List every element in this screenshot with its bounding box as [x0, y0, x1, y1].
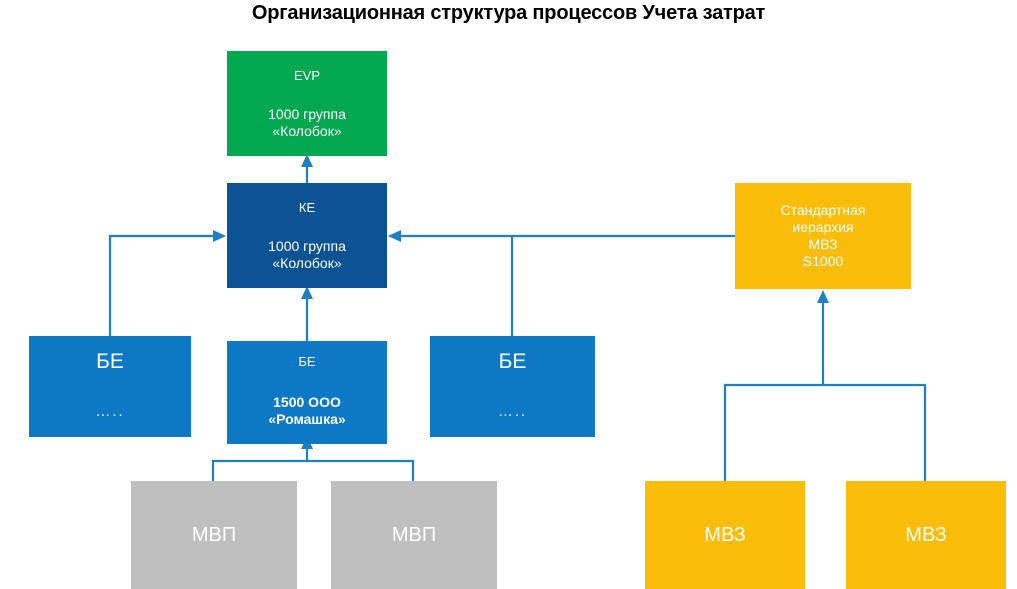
node-mvp-right-label: МВП [391, 523, 437, 546]
node-be-right[interactable]: БЕ ….. [430, 336, 595, 437]
node-mvz-left[interactable]: МВЗ [645, 481, 805, 589]
node-evp-sub-line2: «Колобок» [272, 122, 342, 139]
node-mvp-left-label: МВП [191, 523, 237, 546]
arrowhead-hierarchy-to-ke [388, 230, 401, 242]
page-title: Организационная структура процессов Учет… [251, 2, 766, 24]
node-ke-sub-line1: 1000 группа [268, 237, 346, 254]
node-mvp-right[interactable]: МВП [331, 481, 497, 589]
node-be-left[interactable]: БЕ ….. [29, 336, 191, 437]
node-mvp-left[interactable]: МВП [131, 481, 297, 589]
node-standard-hierarchy[interactable]: Стандартная иерархия МВЗ S1000 [735, 183, 911, 289]
node-be-center-label: БЕ [298, 354, 316, 369]
arrowhead-ke-to-evp [301, 154, 313, 167]
node-be-right-label: БЕ [498, 350, 527, 373]
node-evp-sub-line1: 1000 группа [268, 105, 346, 122]
node-standard-hierarchy-line4: S1000 [802, 253, 844, 270]
node-mvz-right-label: МВЗ [905, 523, 947, 546]
node-be-right-dots: ….. [497, 402, 528, 420]
arrowhead-be-left-to-ke [213, 230, 226, 242]
node-evp[interactable]: EVP 1000 группа «Колобок» [227, 51, 387, 156]
connector-mvz-bracket [723, 383, 927, 520]
node-be-left-dots: ….. [95, 402, 125, 420]
node-evp-label: EVP [293, 68, 320, 83]
node-be-center-sub-line2: «Ромашка» [268, 410, 346, 427]
arrowhead-mvz-to-hierarchy [817, 290, 829, 303]
node-standard-hierarchy-line3: МВЗ [808, 236, 838, 252]
node-ke[interactable]: КЕ 1000 группа «Колобок» [227, 183, 387, 288]
node-be-center[interactable]: БЕ 1500 ООО «Ромашка» [227, 341, 387, 444]
node-standard-hierarchy-line2: иерархия [792, 218, 854, 235]
connector-be-left-to-ke [108, 234, 218, 336]
node-ke-label: КЕ [298, 200, 316, 215]
node-mvz-left-label: МВЗ [704, 523, 746, 546]
node-mvz-right[interactable]: МВЗ [846, 481, 1006, 589]
node-be-center-sub-line1: 1500 ООО [273, 393, 341, 410]
node-ke-sub-line2: «Колобок» [272, 254, 342, 271]
node-be-left-label: БЕ [96, 350, 124, 373]
node-standard-hierarchy-line1: Стандартная [780, 201, 866, 218]
arrowhead-be-center-to-ke [301, 286, 313, 299]
